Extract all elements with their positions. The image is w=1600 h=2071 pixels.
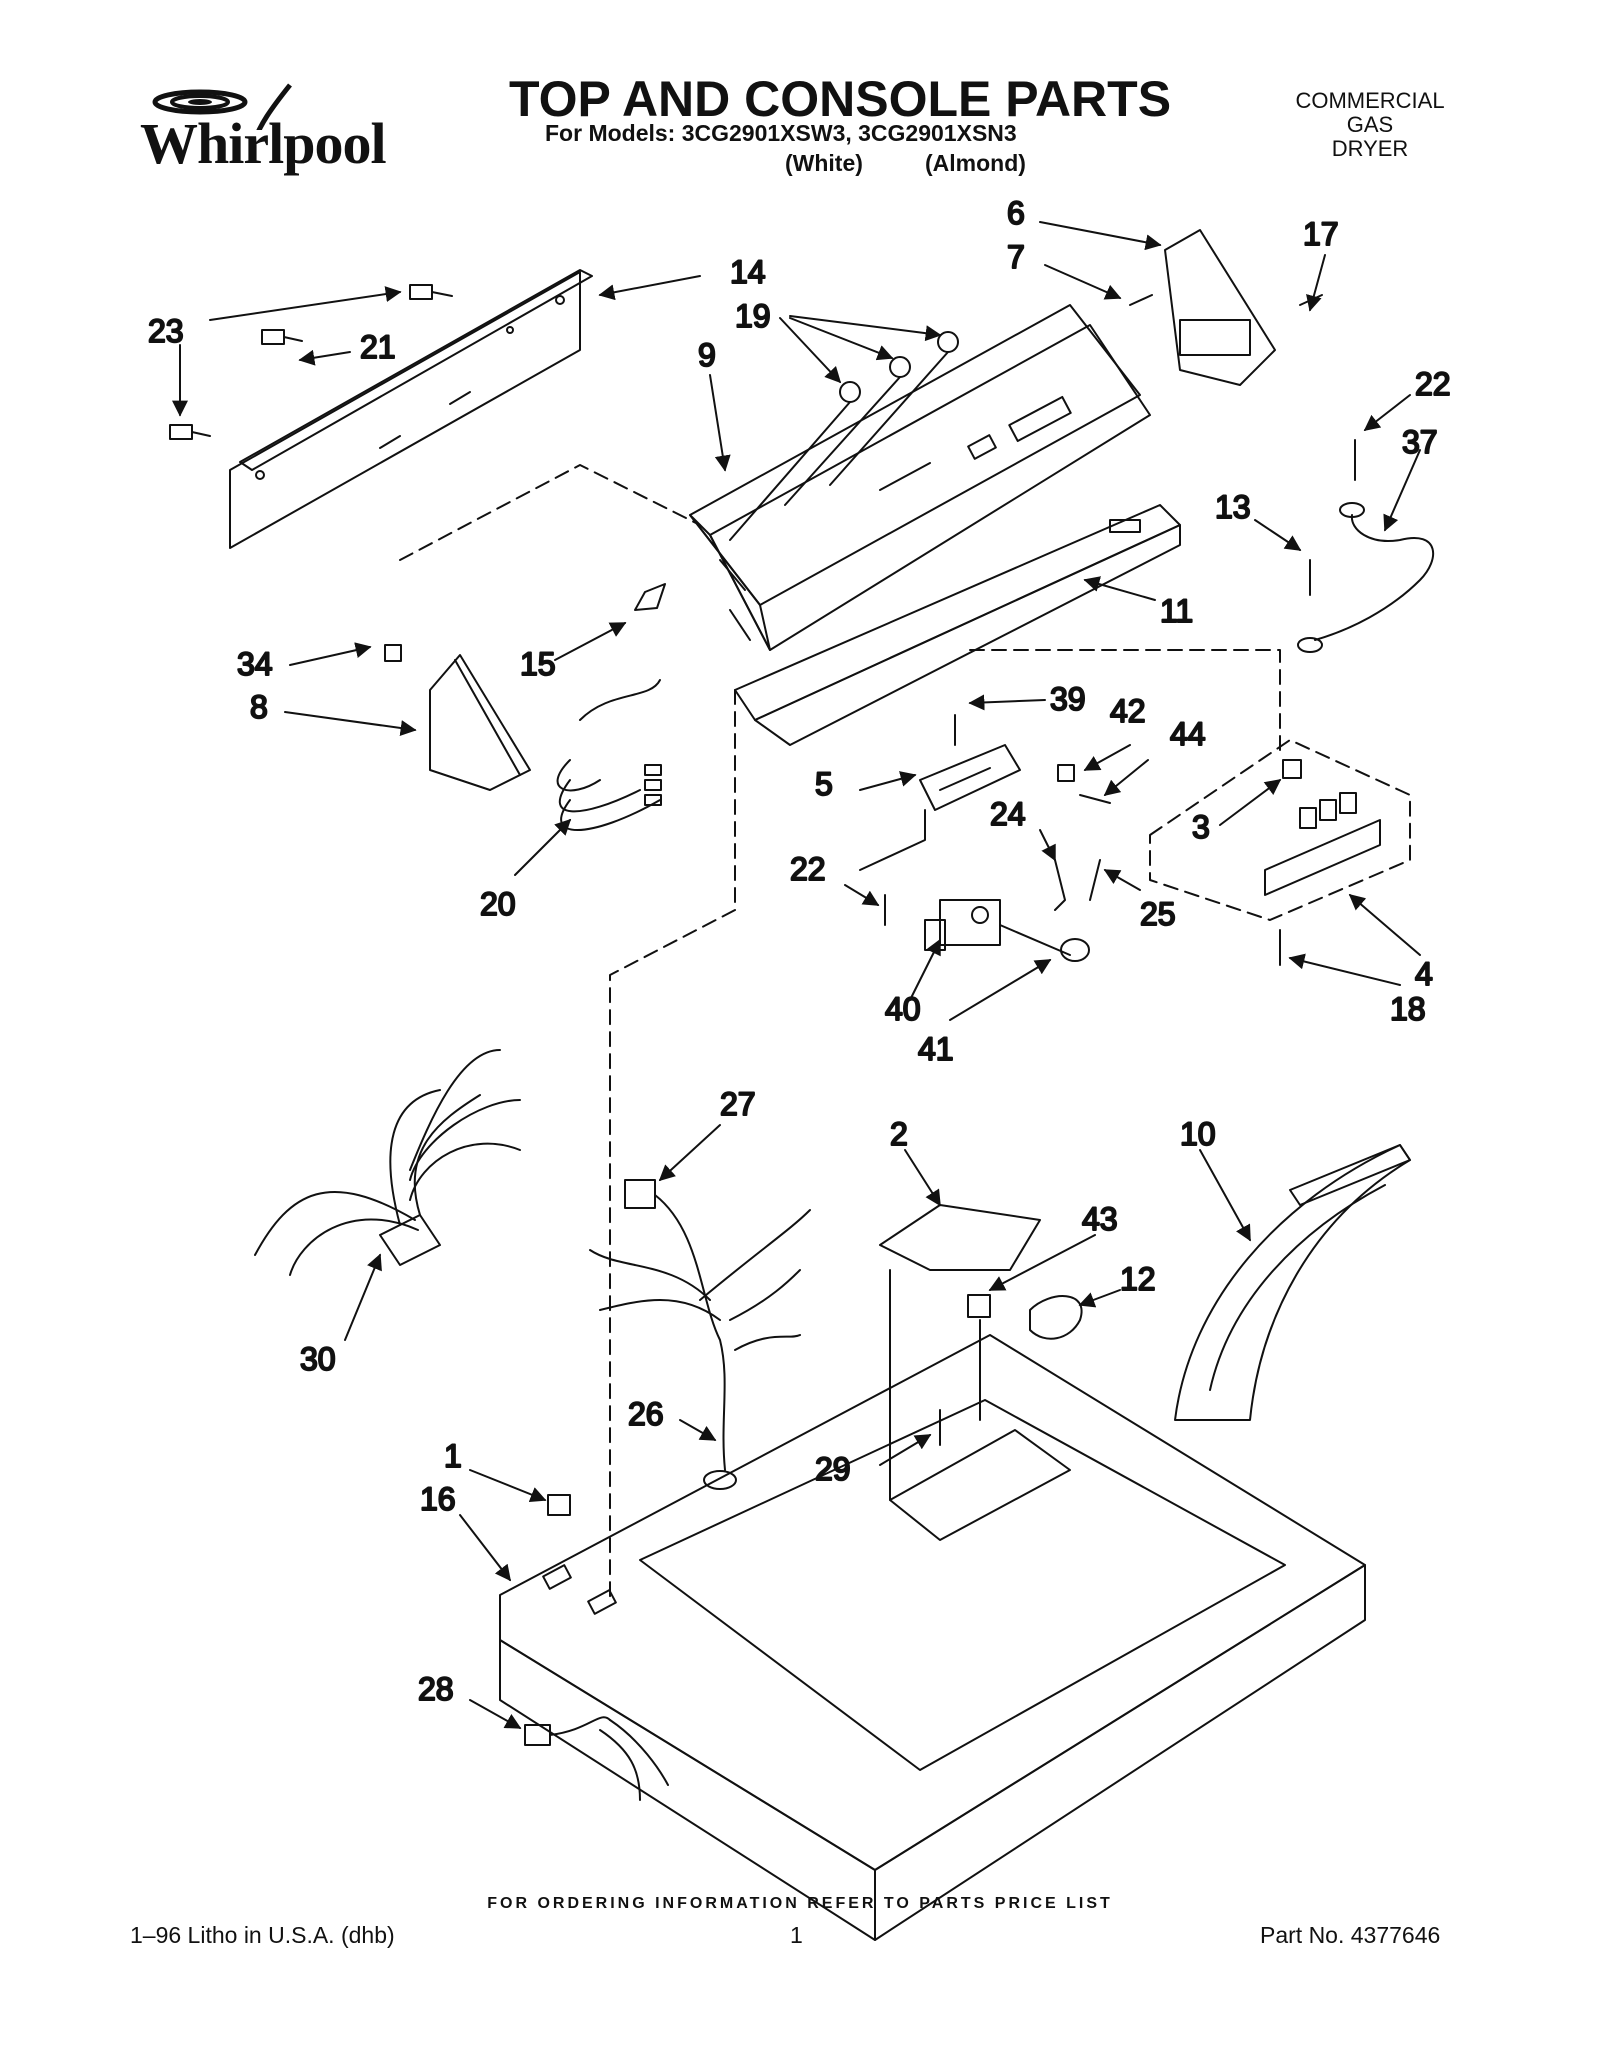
screw-44 xyxy=(1079,794,1111,804)
callout-8: 8 xyxy=(250,689,268,725)
whirlpool-logo: Whirlpool xyxy=(140,80,390,176)
switch-button-3 xyxy=(1282,759,1302,779)
top-panel-16 xyxy=(499,1334,1366,1941)
callout-37: 37 xyxy=(1402,424,1438,460)
console-body xyxy=(689,304,1151,651)
timer xyxy=(924,899,1071,956)
callout-23: 23 xyxy=(148,313,184,349)
push-to-start-switch xyxy=(1264,792,1381,896)
callout-22-upper: 22 xyxy=(1415,366,1451,402)
switch-assembly-outline xyxy=(1149,739,1411,921)
callout-39: 39 xyxy=(1050,681,1086,717)
callout-3: 3 xyxy=(1192,809,1210,845)
callout-43: 43 xyxy=(1082,1201,1118,1237)
screw-7 xyxy=(1129,294,1153,306)
callout-6: 6 xyxy=(1007,195,1025,231)
end-cap xyxy=(1164,229,1276,386)
callout-22-lower: 22 xyxy=(790,851,826,887)
callout-7: 7 xyxy=(1007,239,1025,275)
timer-knob-41 xyxy=(1060,938,1090,962)
ground-ring-lower xyxy=(1297,637,1323,653)
callout-24: 24 xyxy=(990,796,1026,832)
callout-30: 30 xyxy=(300,1341,336,1377)
color-almond-label: (Almond) xyxy=(925,150,1026,176)
ground-wire-37 xyxy=(1314,514,1435,641)
callout-26: 26 xyxy=(628,1396,664,1432)
callout-4: 4 xyxy=(1415,956,1433,992)
callout-27: 27 xyxy=(720,1086,756,1122)
callout-21: 21 xyxy=(360,329,396,365)
screw-25 xyxy=(1089,859,1101,901)
side-bracket xyxy=(384,644,531,791)
control-knobs xyxy=(729,331,959,541)
callout-10: 10 xyxy=(1180,1116,1216,1152)
callout-1: 1 xyxy=(444,1438,462,1474)
category-line-3: DRYER xyxy=(1331,136,1409,161)
callout-44: 44 xyxy=(1170,716,1206,752)
callout-19: 19 xyxy=(735,298,771,334)
lint-screen-10 xyxy=(1174,1144,1411,1421)
litho-line: 1–96 Litho in U.S.A. (dhb) xyxy=(130,1922,395,1948)
wire-harness-26-27 xyxy=(589,1179,811,1471)
callout-5: 5 xyxy=(815,766,833,802)
power-cord-28 xyxy=(524,1716,669,1801)
callout-40: 40 xyxy=(885,991,921,1027)
page-title: TOP AND CONSOLE PARTS xyxy=(508,71,1172,127)
brand-wordmark: Whirlpool xyxy=(140,111,387,176)
console-clip xyxy=(634,583,666,611)
part-number: Part No. 4377646 xyxy=(1260,1922,1441,1948)
models-line: For Models: 3CG2901XSW3, 3CG2901XSN3 xyxy=(545,120,1017,146)
callout-11: 11 xyxy=(1160,593,1193,629)
callout-29: 29 xyxy=(815,1451,851,1487)
screw-group-left xyxy=(169,284,453,440)
color-white-label: (White) xyxy=(785,150,863,176)
clip-43 xyxy=(967,1294,991,1318)
knob-12 xyxy=(1029,1295,1083,1340)
callout-18: 18 xyxy=(1390,991,1426,1027)
control-panel-base xyxy=(734,504,1181,746)
rear-panel xyxy=(229,269,593,549)
callout-9: 9 xyxy=(698,337,716,373)
callout-leaders xyxy=(172,221,1421,1729)
wire-harness-30 xyxy=(254,1049,521,1276)
filter-cover-2 xyxy=(879,1204,1041,1271)
callout-2: 2 xyxy=(890,1116,908,1152)
callout-34: 34 xyxy=(237,646,273,682)
callout-17: 17 xyxy=(1303,216,1339,252)
callout-28: 28 xyxy=(418,1671,454,1707)
clip-1 xyxy=(547,1494,571,1516)
timer-bracket xyxy=(859,744,1021,871)
callout-41: 41 xyxy=(918,1031,954,1067)
ordering-note: FOR ORDERING INFORMATION REFER TO PARTS … xyxy=(487,1895,1113,1912)
callout-12: 12 xyxy=(1120,1261,1156,1297)
callout-14: 14 xyxy=(730,254,766,290)
callout-20: 20 xyxy=(480,886,516,922)
callout-25: 25 xyxy=(1140,896,1176,932)
callout-16: 16 xyxy=(420,1481,456,1517)
wire-harness-20 xyxy=(556,679,662,831)
callout-15: 15 xyxy=(520,646,556,682)
callout-13: 13 xyxy=(1215,489,1251,525)
category-line-2: GAS xyxy=(1346,112,1394,137)
category-line-1: COMMERCIAL xyxy=(1295,88,1445,113)
push-nut-42 xyxy=(1057,764,1075,782)
callout-42: 42 xyxy=(1110,693,1146,729)
clip-24 xyxy=(1054,859,1066,911)
swirl-icon xyxy=(152,83,292,130)
page-number: 1 xyxy=(790,1922,803,1948)
